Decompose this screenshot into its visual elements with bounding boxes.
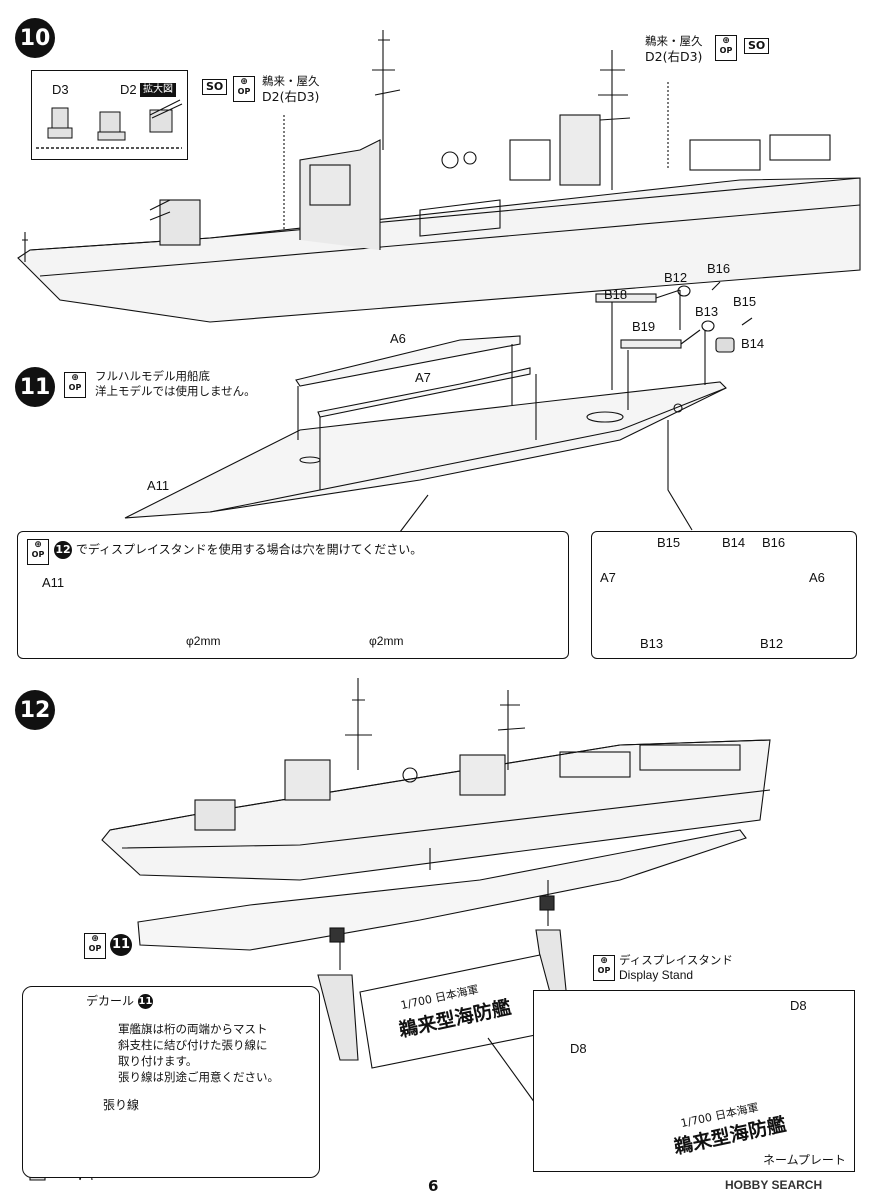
part-label-b16: B16 [707, 261, 731, 276]
part-label-b14: B14 [741, 336, 765, 351]
callout-right-line1: 鵜来・屋久 [645, 34, 703, 48]
detail-label-b13: B13 [640, 636, 664, 651]
callout-left-line2: D2(右D3) [262, 89, 320, 104]
decal-title: デカール 11 [86, 994, 153, 1009]
drill-note-text: でディスプレイスタンドを使用する場合は穴を開けてください。 [75, 542, 423, 557]
step-number-11: 11 [15, 367, 55, 407]
decal-text-4: 張り線は別途ご用意ください。 [118, 1070, 279, 1084]
part-label-a11: A11 [147, 478, 170, 493]
rigging-label: 張り線 [103, 1098, 140, 1112]
drill-hull-label: A11 [42, 575, 65, 590]
watermark: HOBBY SEARCH [725, 1178, 823, 1192]
detail-label-b16: B16 [762, 535, 786, 550]
detail-label-b14: B14 [722, 535, 746, 550]
detail-label-b15: B15 [657, 535, 681, 550]
decal-note-panel [22, 986, 320, 1178]
part-label-b18: B18 [604, 287, 628, 302]
part-label-a6: A6 [390, 331, 406, 346]
op-icon-step12: ⊕OP [84, 933, 106, 959]
detail-label-b12: B12 [760, 636, 784, 651]
stand-title-jp: ディスプレイスタンド [619, 953, 733, 967]
detail-label-a6: A6 [809, 570, 825, 585]
nameplate-label: ネームプレート [763, 1153, 846, 1167]
nameplate-inset [533, 990, 855, 1172]
decal-text-2: 斜支柱に結び付けた張り線に [118, 1038, 268, 1052]
part-label-b12: B12 [664, 270, 688, 285]
part-label-d2: D2 [120, 82, 137, 97]
op-icon-right: ⊕OP [715, 35, 737, 61]
decal-text-1: 軍艦旗は桁の両端からマスト [118, 1022, 268, 1036]
part-label-d8-b: D8 [790, 998, 807, 1013]
op-icon-left: ⊕OP [233, 76, 255, 102]
drill-note: 12 でディスプレイスタンドを使用する場合は穴を開けてください。 [54, 541, 422, 559]
step-ref-11: 11 [110, 934, 132, 956]
full-hull-note-line1: フルハルモデル用船底 [95, 369, 210, 383]
stand-title-en: Display Stand [619, 968, 694, 982]
so-tag-right: SO [744, 38, 770, 54]
op-icon-drill: ⊕OP [27, 539, 49, 565]
step-ref-12: 12 [54, 541, 72, 559]
step-number-10: 10 [15, 18, 55, 58]
enlarged-view-badge: 拡大図 [140, 83, 176, 97]
propeller-detail-panel [591, 531, 857, 659]
page-number: 6 [428, 1177, 439, 1195]
full-hull-note-line2: 洋上モデルでは使用しません。 [95, 384, 256, 398]
part-label-d8-a: D8 [570, 1041, 587, 1056]
part-label-a7: A7 [415, 370, 431, 385]
op-icon-step11: ⊕OP [64, 372, 86, 398]
part-label-b13: B13 [695, 304, 719, 319]
callout-left-line1: 鵜来・屋久 [262, 74, 320, 88]
step-number-12: 12 [15, 690, 55, 730]
drill-size-2: φ2mm [369, 634, 404, 648]
detail-label-a7: A7 [600, 570, 616, 585]
part-label-b15: B15 [733, 294, 757, 309]
so-tag-left: SO [202, 79, 228, 95]
callout-right-line2: D2(右D3) [645, 49, 703, 64]
drill-hole-panel [17, 531, 569, 659]
part-label-b19: B19 [632, 319, 656, 334]
decal-text-3: 取り付けます。 [118, 1054, 198, 1068]
drill-size-1: φ2mm [186, 634, 221, 648]
part-label-d3: D3 [52, 82, 69, 97]
op-icon-stand: ⊕OP [593, 955, 615, 981]
